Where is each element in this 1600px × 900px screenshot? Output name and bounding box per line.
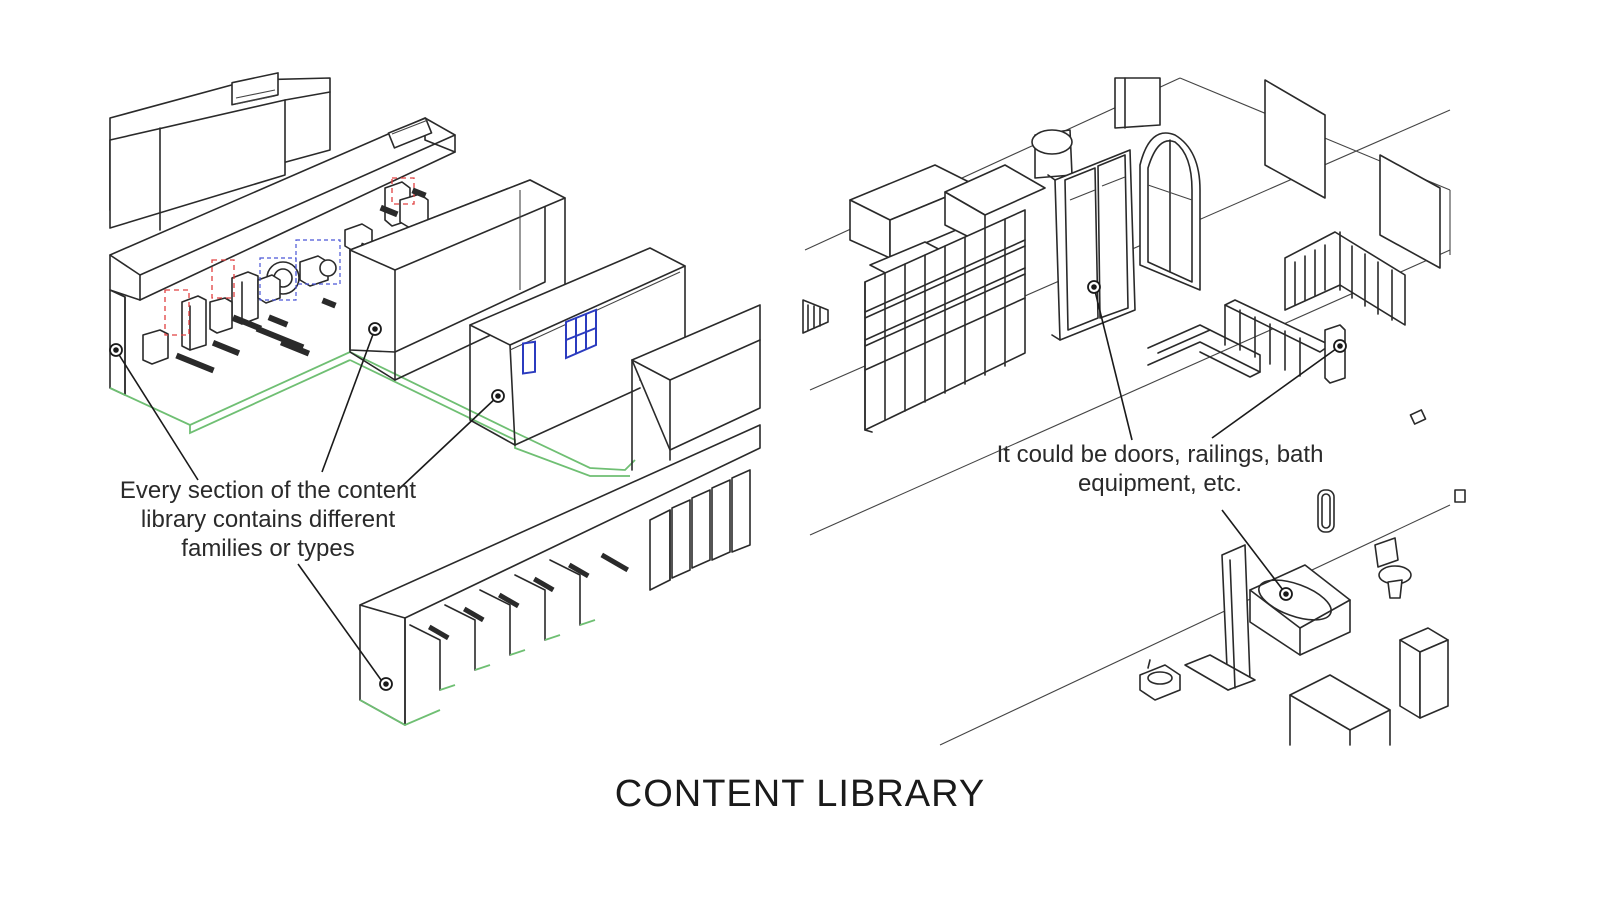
marker-dot — [368, 322, 382, 336]
sink — [1139, 659, 1181, 701]
left-isometric-view — [109, 72, 829, 727]
page-title: CONTENT LIBRARY — [614, 773, 986, 815]
left-back-block — [109, 72, 331, 231]
curtain-wall-doors — [864, 209, 1026, 433]
callout-text-left: Every section of the content library con… — [119, 477, 417, 562]
bathtub — [1249, 564, 1351, 656]
right-back-walls — [1031, 77, 1441, 269]
tall-cabinet — [1399, 627, 1449, 719]
arched-door — [1139, 132, 1201, 291]
table — [1289, 674, 1391, 746]
callout-leaders-right — [1087, 280, 1347, 601]
mirror — [1317, 489, 1335, 533]
left-end-wall — [109, 289, 126, 396]
marker-dot — [379, 677, 393, 691]
right-isometric-view — [804, 77, 1466, 746]
callout-text-right: It could be doors, railings, bath equipm… — [996, 441, 1324, 497]
marker-dot — [491, 389, 505, 403]
wall-fittings — [1409, 409, 1466, 503]
left-end-room — [631, 304, 761, 471]
marker-dot — [1333, 339, 1347, 353]
callout-leaders-left — [109, 322, 505, 691]
window-blue — [565, 308, 597, 360]
marker-dot — [1087, 280, 1101, 294]
left-long-wall — [109, 117, 456, 301]
mechanical-equipment — [142, 177, 429, 374]
door-panels — [649, 469, 751, 591]
stair-fragment — [802, 299, 829, 334]
left-middle-room — [349, 179, 566, 381]
left-lower-wall — [359, 424, 761, 727]
railings — [1147, 231, 1406, 384]
window-narrow — [522, 340, 536, 375]
double-door — [1047, 149, 1136, 341]
marker-dot — [1279, 587, 1293, 601]
shower-enclosure — [1184, 544, 1256, 691]
toilet — [1374, 537, 1412, 599]
left-floor-outline — [109, 351, 636, 477]
toilet-stalls — [409, 552, 629, 691]
marker-dot — [109, 343, 123, 357]
